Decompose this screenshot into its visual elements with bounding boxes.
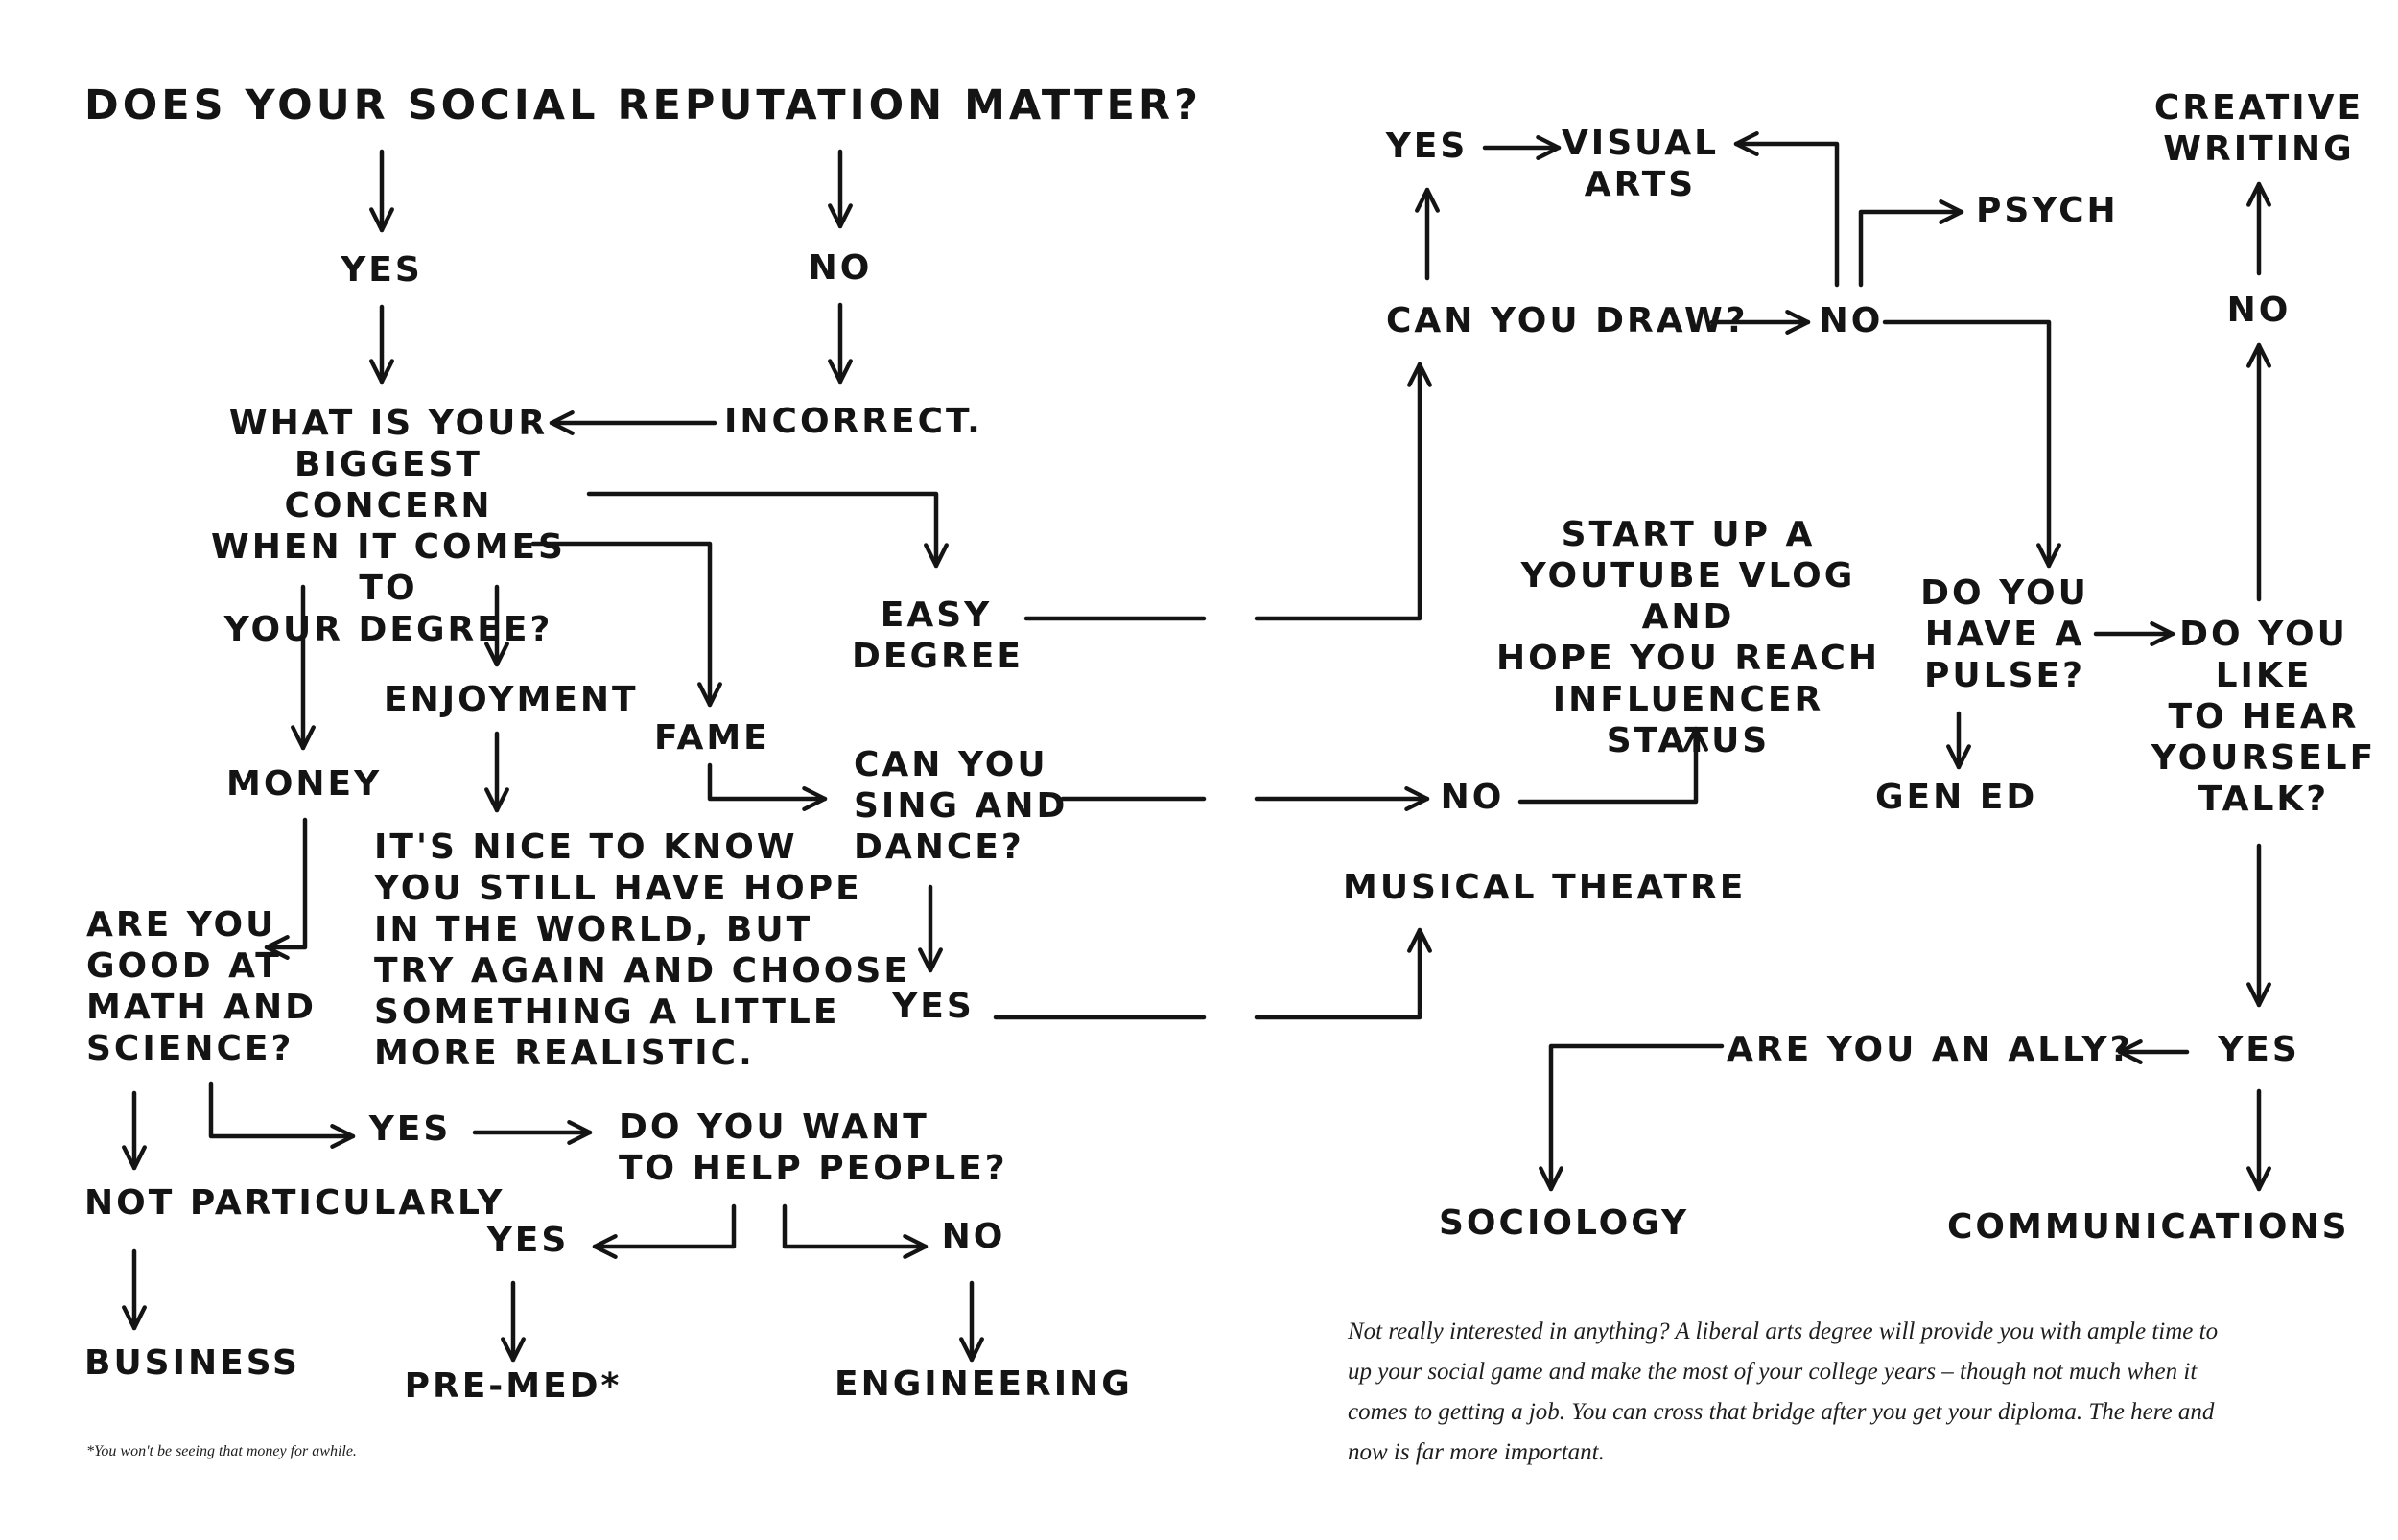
- arrow-help-to-yes: [592, 1203, 737, 1259]
- node-yes-math: YES: [368, 1109, 452, 1149]
- node-enjoyment: ENJOYMENT: [384, 680, 639, 719]
- arrow-yes-to-musical-theatre: [993, 930, 1420, 1020]
- arrow-money-to-math: [264, 817, 308, 960]
- node-psych: PSYCH: [1976, 191, 2119, 230]
- arrow-no-to-youtube: [1517, 726, 1708, 805]
- arrow-fame-to-sing-dance: [707, 762, 828, 811]
- arrow-ally-to-sociology: [1539, 1043, 1725, 1192]
- liberal-arts-note: Not really interested in anything? A lib…: [1348, 1318, 2219, 1465]
- arrow-concern-to-easy-degree: [586, 491, 949, 569]
- node-ally: ARE YOU AN ALLY?: [1727, 1030, 2133, 1069]
- node-sociology: SOCIOLOGY: [1439, 1203, 1690, 1243]
- node-yes-social: YES: [341, 250, 423, 290]
- node-yes-draw: YES: [1385, 127, 1469, 166]
- flowchart-title: DOES YOUR SOCIAL REPUTATION MATTER?: [84, 82, 1202, 129]
- node-business: BUSINESS: [84, 1343, 300, 1383]
- node-communications: COMMUNICATIONS: [1947, 1207, 2350, 1247]
- node-no-draw: NO: [1819, 301, 1884, 340]
- arrow-math-to-yes: [208, 1081, 356, 1149]
- node-math-science: ARE YOU GOOD AT MATH AND SCIENCE?: [86, 905, 317, 1068]
- node-pulse: DO YOU HAVE A PULSE?: [1920, 573, 2089, 695]
- node-yes-sing: YES: [892, 987, 975, 1026]
- arrow-help-to-no: [782, 1203, 929, 1259]
- node-money: MONEY: [226, 764, 383, 804]
- node-sing-dance: CAN YOU SING AND DANCE?: [854, 745, 1069, 867]
- node-hear-yourself: DO YOU LIKE TO HEAR YOURSELF TALK?: [2151, 615, 2377, 819]
- node-engineering: ENGINEERING: [835, 1365, 1133, 1404]
- arrow-no-to-psych: [1858, 199, 1964, 288]
- node-yes-help: YES: [486, 1221, 570, 1260]
- node-easy-degree: EASY DEGREE: [852, 595, 1023, 676]
- node-pre-med: PRE-MED*: [404, 1366, 623, 1406]
- node-no-help: NO: [941, 1217, 1006, 1256]
- node-biggest-concern: WHAT IS YOUR BIGGEST CONCERN WHEN IT COM…: [211, 404, 566, 649]
- node-not-particularly: NOT PARTICULARLY: [84, 1183, 505, 1223]
- node-no-sing: NO: [1440, 778, 1505, 817]
- node-help-people: DO YOU WANT TO HELP PEOPLE?: [619, 1108, 1008, 1188]
- node-musical-theatre: MUSICAL THEATRE: [1343, 868, 1747, 907]
- arrow-no-to-pulse: [1882, 319, 2061, 569]
- arrow-easy-degree-to-can-draw: [1023, 364, 1420, 621]
- footnote: *You won't be seeing that money for awhi…: [86, 1443, 357, 1459]
- node-can-draw: CAN YOU DRAW?: [1386, 301, 1749, 340]
- arrow-no-to-visual-arts: [1733, 131, 1840, 288]
- node-no-talk: NO: [2226, 291, 2292, 330]
- node-fame: FAME: [654, 718, 770, 758]
- node-creative-writing: CREATIVE WRITING: [2153, 88, 2364, 169]
- node-gen-ed: GEN ED: [1875, 778, 2038, 817]
- node-yes-talk: YES: [2218, 1030, 2300, 1069]
- node-youtube: START UP A YOUTUBE VLOG AND HOPE YOU REA…: [1495, 515, 1881, 760]
- node-visual-arts: VISUAL ARTS: [1561, 124, 1720, 204]
- arrow-concern-to-fame: [530, 541, 722, 708]
- node-incorrect: INCORRECT.: [724, 402, 983, 441]
- node-nice-to-know: IT'S NICE TO KNOW YOU STILL HAVE HOPE IN…: [374, 828, 910, 1073]
- node-no-social: NO: [808, 248, 873, 288]
